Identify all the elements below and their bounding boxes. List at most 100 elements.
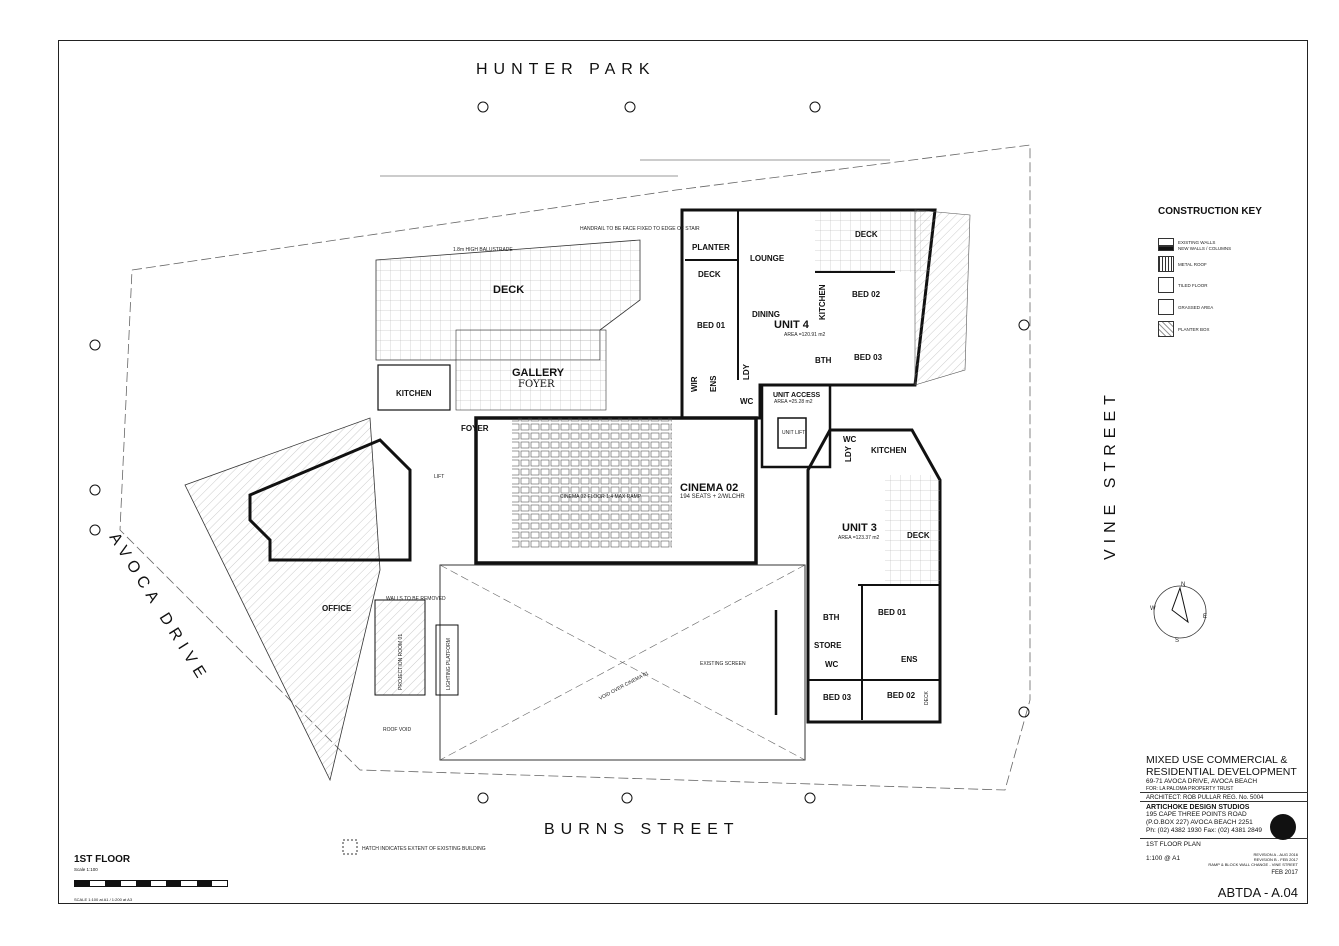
room-kitchen-west: KITCHEN [396,389,432,398]
architect: ARCHITECT: ROB PULLAR REG. No. 5004 [1146,795,1264,801]
north-point [1153,585,1207,639]
projection-room [374,599,426,696]
grid-marker [477,792,489,804]
grid-marker [89,339,101,351]
floor-label: 1ST FLOOR [74,854,131,865]
room-wc-unit3: WC [843,435,857,444]
room-bed01-unit3: BED 01 [878,608,907,617]
east-external-strip [914,209,971,386]
title-block: MIXED USE COMMERCIAL & RESIDENTIAL DEVEL… [1140,748,1308,904]
grid-marker [1018,319,1030,331]
compass-w: W [1150,606,1156,612]
unit-3-area: AREA =123.37 m2 [838,535,879,541]
drawing-scale: 1:100 @ A1 [1146,855,1181,862]
revision-note: RAMP & BLOCK WALL CHANGE - VINE STREET [1208,862,1298,867]
handrail-note: HANDRAIL TO BE FACE FIXED TO EDGE OF STA… [580,226,700,232]
kitchen-west [377,364,451,411]
grid-marker [624,101,636,113]
room-cinema-02: CINEMA 02 [680,482,738,494]
unit-3-deck-tiled [885,475,940,585]
room-lounge: LOUNGE [750,254,785,263]
key-item: EXISTING WALLS [1158,238,1215,246]
walls-removed-note: WALLS TO BE REMOVED [386,596,446,602]
gallery-area [455,329,607,411]
client: FOR: LA PALOMA PROPERTY TRUST [1146,786,1234,792]
key-item: PLANTER BOX [1158,321,1210,337]
grid-marker [477,101,489,113]
unit-access-area: AREA =25.28 m2 [774,399,813,405]
grid-marker [621,792,633,804]
unit-lift [777,417,807,449]
revision-a: REVISION A - AUG 2016 [1253,852,1298,857]
room-dining: DINING [752,310,780,319]
lighting-platform [435,624,459,696]
room-bed03-unit4: BED 03 [854,353,883,362]
room-planter: PLANTER [692,243,730,252]
studio-address-1: 195 CAPE THREE POINTS ROAD [1146,811,1247,818]
unit-lift-label: UNIT LIFT [782,430,805,436]
room-wir: WIR [690,376,699,392]
revision-b: REVISION B - FEB 2017 [1253,857,1298,862]
grid-marker [809,101,821,113]
room-kitchen-unit3: KITCHEN [871,446,907,455]
room-ens-unit3: ENS [901,655,918,664]
street-label-north: HUNTER PARK [476,61,656,78]
room-deck-unit3: DECK [907,531,930,540]
room-wc-unit4: WC [740,397,754,406]
key-item: NEW WALLS / COLUMNS [1158,246,1231,251]
projection-room-label: PROJECTION ROOM 01 [398,634,404,690]
key-item: GRASSED AREA [1158,299,1213,315]
project-address: 69-71 AVOCA DRIVE, AVOCA BEACH [1146,778,1258,785]
scale-bar [74,880,228,887]
balustrade-note: 1.8m HIGH BALUSTRADE [453,247,513,253]
west-roof-wedge [184,417,381,782]
room-bed01-unit4: BED 01 [697,321,726,330]
room-bth-unit4: BTH [815,356,832,365]
room-bed02-unit3: BED 02 [887,691,916,700]
project-line-2: RESIDENTIAL DEVELOPMENT [1146,766,1297,778]
grid-marker [1018,706,1030,718]
void-diagonal [439,564,806,761]
room-bed02-unit4: BED 02 [852,290,881,299]
compass-n: N [1181,582,1185,588]
void-label: VOID OVER CINEMA 01 [598,670,650,701]
room-store: STORE [814,641,842,650]
project-line-1: MIXED USE COMMERCIAL & [1146,754,1288,766]
room-bed03-unit3: BED 03 [823,693,852,702]
cinema-02-seating [512,418,672,548]
grid-marker [804,792,816,804]
tree-logo-icon [1270,814,1296,840]
compass-e: E [1203,614,1207,620]
cinema-ramp-note: CINEMA 02 FLOOR 1:4 MAX RAMP [560,494,642,500]
hatch-note: HATCH INDICATES EXTENT OF EXISTING BUILD… [362,846,486,852]
room-foyer: FOYER [461,424,489,433]
room-unit-3: UNIT 3 [842,522,877,534]
key-item: METAL ROOF [1158,256,1207,272]
lighting-platform-label: LIGHTING PLATFORM [446,638,452,690]
grid-marker [89,524,101,536]
construction-key-title: CONSTRUCTION KEY [1158,206,1262,217]
hatch-legend-swatch [342,839,358,855]
drawing-date: FEB 2017 [1271,870,1298,876]
unit-access [760,383,832,469]
compass-s: S [1175,638,1179,644]
room-deck-unit4b: DECK [855,230,878,239]
grid-marker [89,484,101,496]
room-unit-4: UNIT 4 [774,319,810,331]
studio-name: ARTICHOKE DESIGN STUDIOS [1146,804,1250,811]
drawing-title: 1ST FLOOR PLAN [1146,841,1201,848]
floor-scale: Scale 1:100 [74,867,98,872]
room-deck-unit3b: DECK [924,690,930,705]
unit-4-walls [680,208,937,420]
key-item: TILED FLOOR [1158,277,1208,293]
drawing-border [58,40,1308,904]
room-kitchen-unit4: KITCHEN [818,284,827,320]
room-foyer-handwritten: FOYER [518,379,555,390]
west-wing-walls [248,438,412,562]
cinema-seats: 194 SEATS + 2/WLCHR [680,494,745,500]
existing-screen-label: EXISTING SCREEN [700,661,746,667]
street-label-south: BURNS STREET [544,821,740,838]
room-bth-unit3: BTH [823,613,840,622]
unit-4-deck-tiled [815,212,930,272]
